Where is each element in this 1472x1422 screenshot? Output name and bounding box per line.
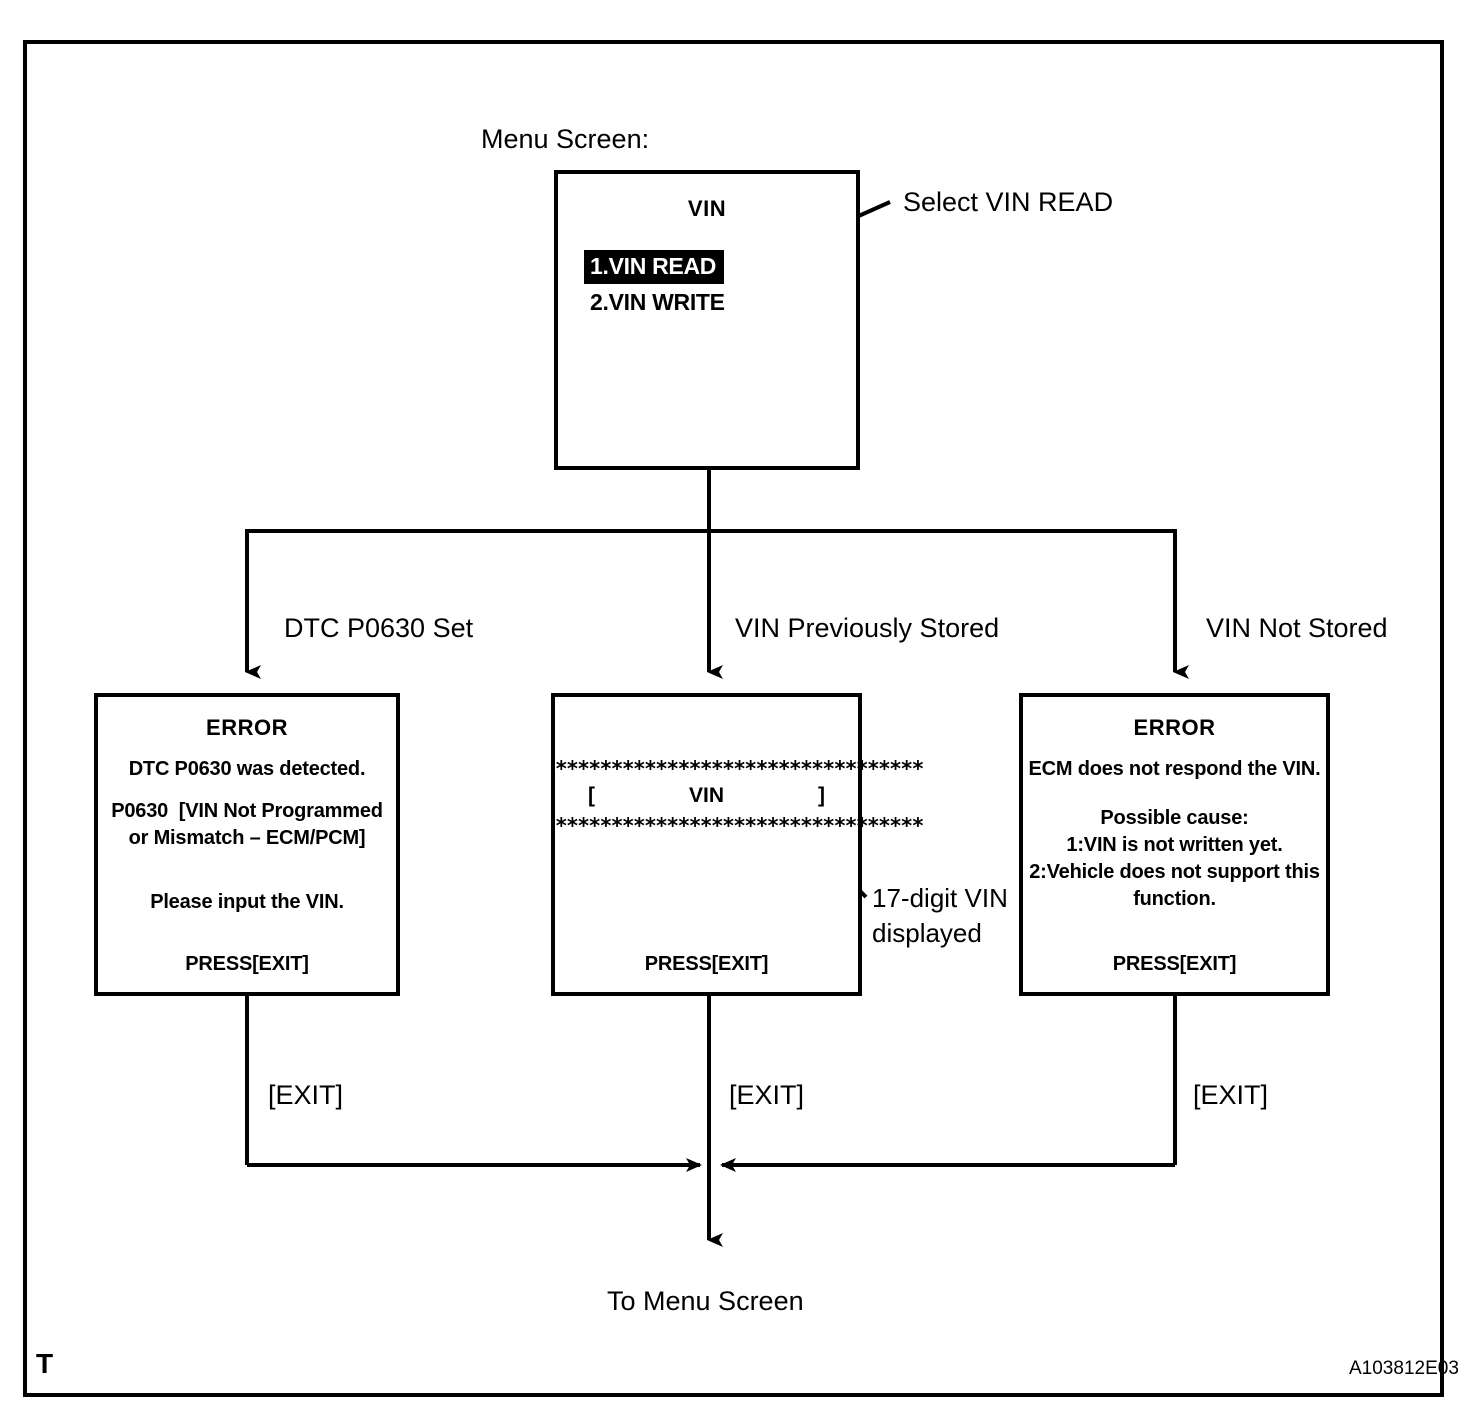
menu-item-vin-write[interactable]: 2.VIN WRITE [590,289,725,315]
menu-screen-body: VIN 1.VIN READ 2.VIN WRITE [558,174,856,466]
vin-left-bracket: [ [588,784,595,807]
vin-stars-bottom: ********************************* [555,814,924,838]
error-no-vin-line-4: 2:Vehicle does not support this [1029,861,1320,883]
error-no-vin-title: ERROR [1133,715,1216,740]
error-dtc-screen-box: ERROR DTC P0630 was detected. P0630 [VIN… [94,693,400,996]
error-dtc-line-3: or Mismatch – ECM/PCM] [128,827,366,849]
document-id: A103812E03 [1349,1358,1459,1379]
error-no-vin-screen-box: ERROR ECM does not respond the VIN. Poss… [1019,693,1330,996]
error-no-vin-footer: PRESS[EXIT] [1112,953,1237,975]
vin-display-screen-body: ********************************* [ VIN … [555,697,924,992]
vin-stars-top: ********************************* [555,757,924,781]
menu-screen-title: VIN [687,196,727,221]
callout-select-vin-read: Select VIN READ [903,187,1114,217]
vin-value-row: [ VIN ] [555,784,858,812]
error-dtc-line-1: DTC P0630 was detected. [128,758,366,780]
error-no-vin-line-1: ECM does not respond the VIN. [1028,758,1321,780]
callout-vin-digits-line1: 17-digit VIN [872,883,1008,913]
callout-vin-digits-line2: displayed [872,918,982,948]
error-no-vin-line-2: Possible cause: [1100,807,1249,829]
vin-right-bracket: ] [818,784,825,807]
menu-screen-box: VIN 1.VIN READ 2.VIN WRITE [554,170,860,470]
vin-value: VIN [688,784,724,807]
error-dtc-line-2: P0630 [VIN Not Programmed [111,800,383,822]
vin-display-footer: PRESS[EXIT] [644,953,769,975]
corner-mark: T [36,1348,54,1379]
vin-display-screen-box: ********************************* [ VIN … [551,693,924,996]
error-dtc-title: ERROR [206,715,288,740]
error-no-vin-line-3: 1:VIN is not written yet. [1066,834,1283,856]
error-no-vin-line-5: function. [1133,888,1216,910]
error-dtc-screen-body: ERROR DTC P0630 was detected. P0630 [VIN… [98,697,396,992]
exit-label-left: [EXIT] [268,1080,344,1110]
menu-item-vin-read[interactable]: 1.VIN READ [584,250,725,284]
error-no-vin-screen-body: ERROR ECM does not respond the VIN. Poss… [1023,697,1326,992]
error-dtc-footer: PRESS[EXIT] [185,953,309,975]
exit-label-right: [EXIT] [1193,1080,1269,1110]
exit-label-middle: [EXIT] [729,1080,805,1110]
branch-label-dtc-set: DTC P0630 Set [284,613,474,643]
error-dtc-line-4: Please input the VIN. [150,891,344,913]
branch-label-vin-not-stored: VIN Not Stored [1206,613,1388,643]
menu-screen-caption: Menu Screen: [481,124,650,154]
footer-to-menu-screen: To Menu Screen [607,1286,804,1316]
page-border [23,40,1444,1397]
branch-label-vin-stored: VIN Previously Stored [735,613,1000,643]
